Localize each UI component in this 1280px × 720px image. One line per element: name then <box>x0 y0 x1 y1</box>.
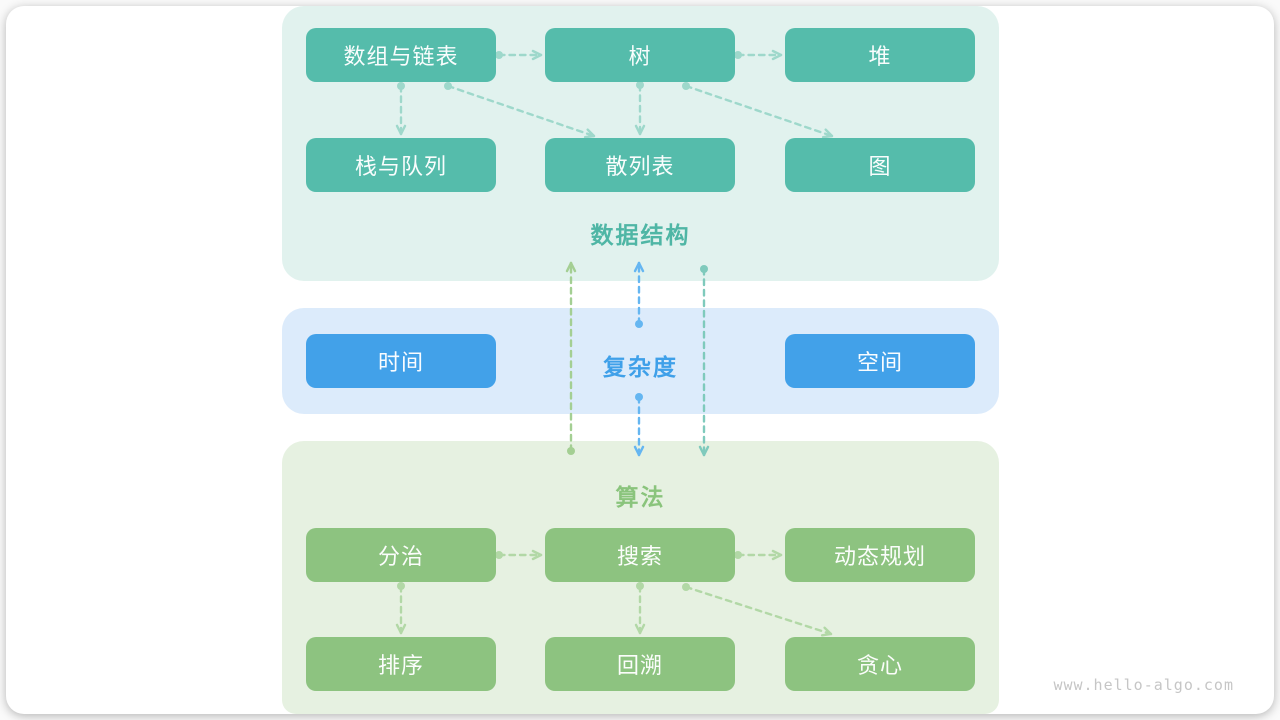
data-structures-title: 数据结构 <box>590 222 691 248</box>
node-arrays-linked-lists: 数组与链表 <box>306 28 496 82</box>
site-watermark: www.hello-algo.com <box>1053 676 1234 694</box>
node-graph: 图 <box>785 138 975 192</box>
node-stack-queue: 栈与队列 <box>306 138 496 192</box>
node-divide-and-conquer: 分治 <box>306 528 496 582</box>
node-backtracking: 回溯 <box>545 637 735 691</box>
node-hash-table: 散列表 <box>545 138 735 192</box>
complexity-title: 复杂度 <box>603 354 678 380</box>
node-tree: 树 <box>545 28 735 82</box>
diagram-card: 数组与链表 树 堆 栈与队列 散列表 图 数据结构 时间 空间 复杂度 算法 分… <box>6 6 1274 714</box>
node-dynamic-programming: 动态规划 <box>785 528 975 582</box>
node-search: 搜索 <box>545 528 735 582</box>
node-time: 时间 <box>306 334 496 388</box>
node-sorting: 排序 <box>306 637 496 691</box>
node-heap: 堆 <box>785 28 975 82</box>
node-space: 空间 <box>785 334 975 388</box>
algorithms-title: 算法 <box>615 484 666 510</box>
node-greedy: 贪心 <box>785 637 975 691</box>
